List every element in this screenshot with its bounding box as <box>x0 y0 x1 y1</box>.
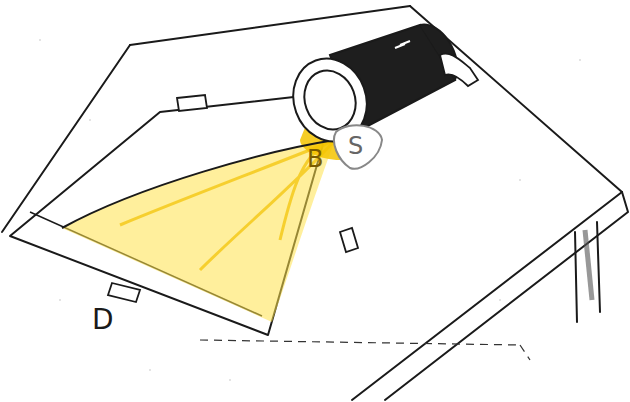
flashlight-grip <box>395 41 410 48</box>
tape-strap <box>440 54 478 86</box>
marker-outline <box>334 125 382 168</box>
table-front-edge <box>352 192 622 400</box>
dashed-floor-line <box>200 340 530 360</box>
beam-label: B <box>307 147 323 171</box>
beam-edge <box>62 140 335 228</box>
beam-rays <box>120 140 335 270</box>
leg-shading <box>585 230 592 300</box>
tape-piece <box>340 228 358 252</box>
table-leg <box>575 222 600 322</box>
light-beam <box>62 140 335 322</box>
table-thickness <box>385 192 628 400</box>
table-right-edge <box>410 6 622 192</box>
tape-piece <box>108 283 140 302</box>
tape-piece <box>177 95 207 111</box>
table-back-edge <box>130 6 410 45</box>
source-label: S <box>348 134 363 158</box>
paper-label: D <box>92 306 114 334</box>
paper-speckle <box>39 39 581 381</box>
paper-sheet <box>10 92 338 335</box>
